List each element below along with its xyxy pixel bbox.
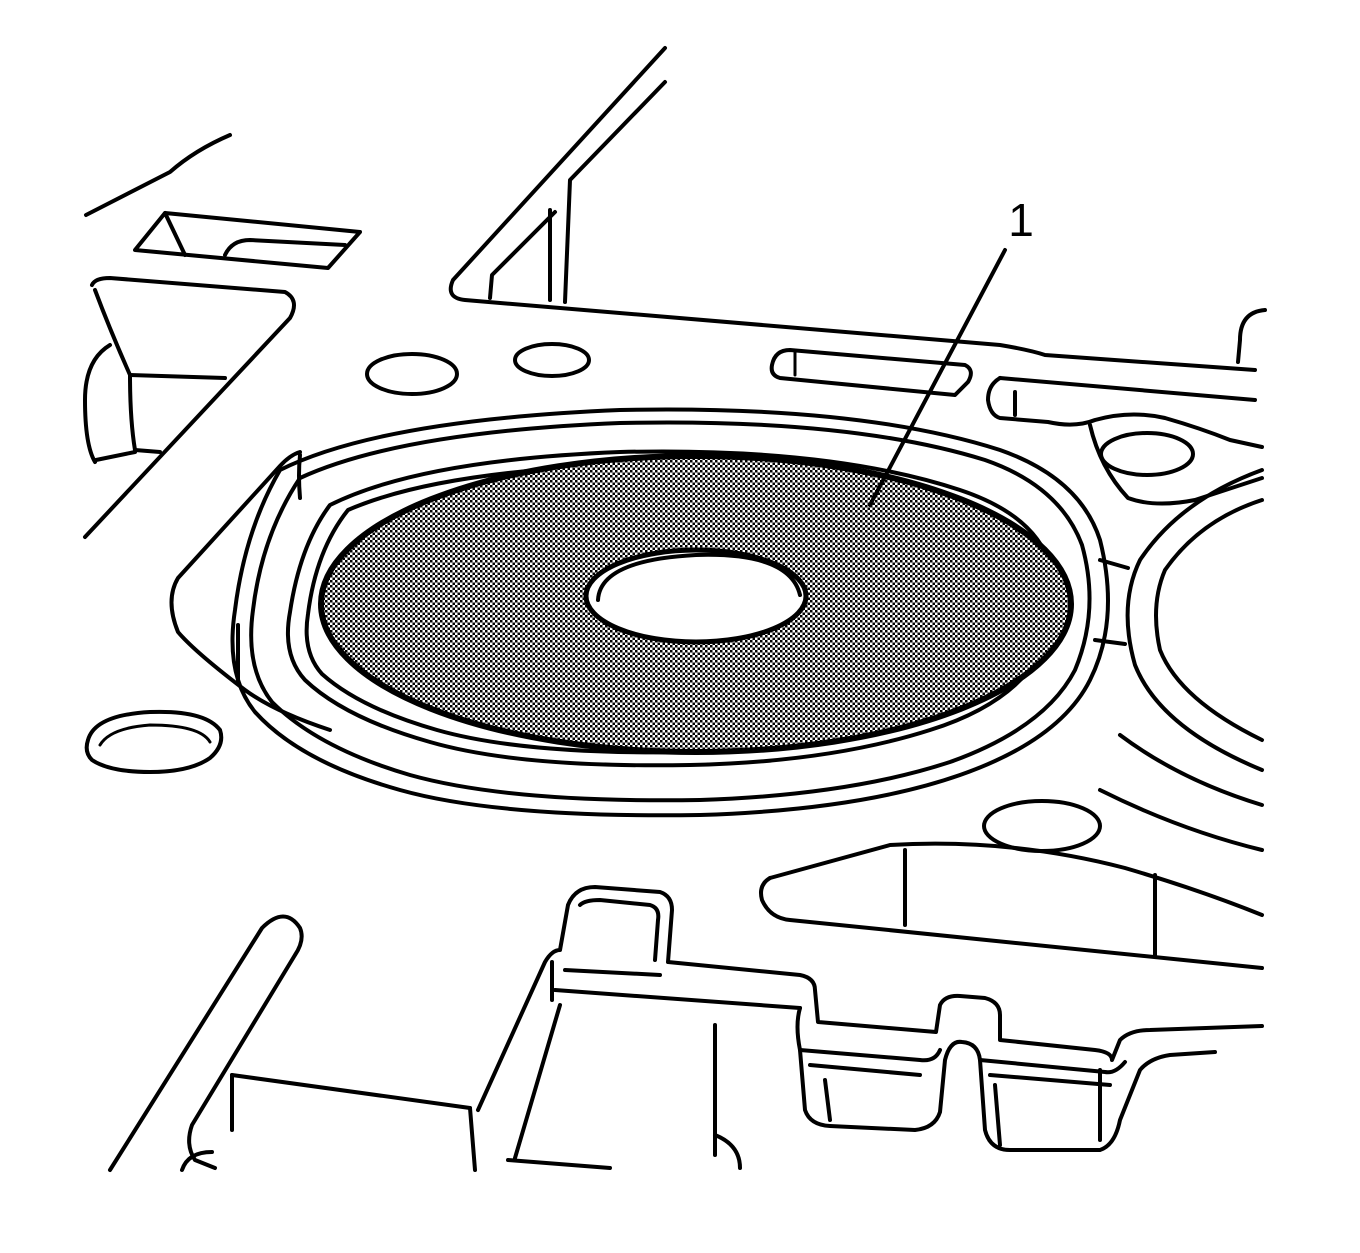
bolt-hole-top-left (365, 352, 459, 396)
upper-ridge (448, 46, 1267, 372)
coolant-slot (769, 348, 973, 397)
lower-right-passage (759, 841, 1264, 970)
piston-center-pad (583, 547, 809, 645)
dowel-hole-left (84, 709, 224, 774)
callout-1-label: 1 (1008, 194, 1034, 246)
bolt-hole-lower-right (982, 799, 1102, 853)
upper-left-casting (83, 133, 362, 539)
lower-casting (108, 885, 1264, 1172)
adjacent-bore-right (1093, 468, 1264, 852)
callout-1-leader (868, 248, 1007, 507)
bolt-hole-right (1099, 431, 1195, 477)
callout-1: 1 (868, 194, 1034, 507)
gasket-body-outline (169, 450, 332, 732)
bolt-hole-top-center (513, 342, 591, 378)
